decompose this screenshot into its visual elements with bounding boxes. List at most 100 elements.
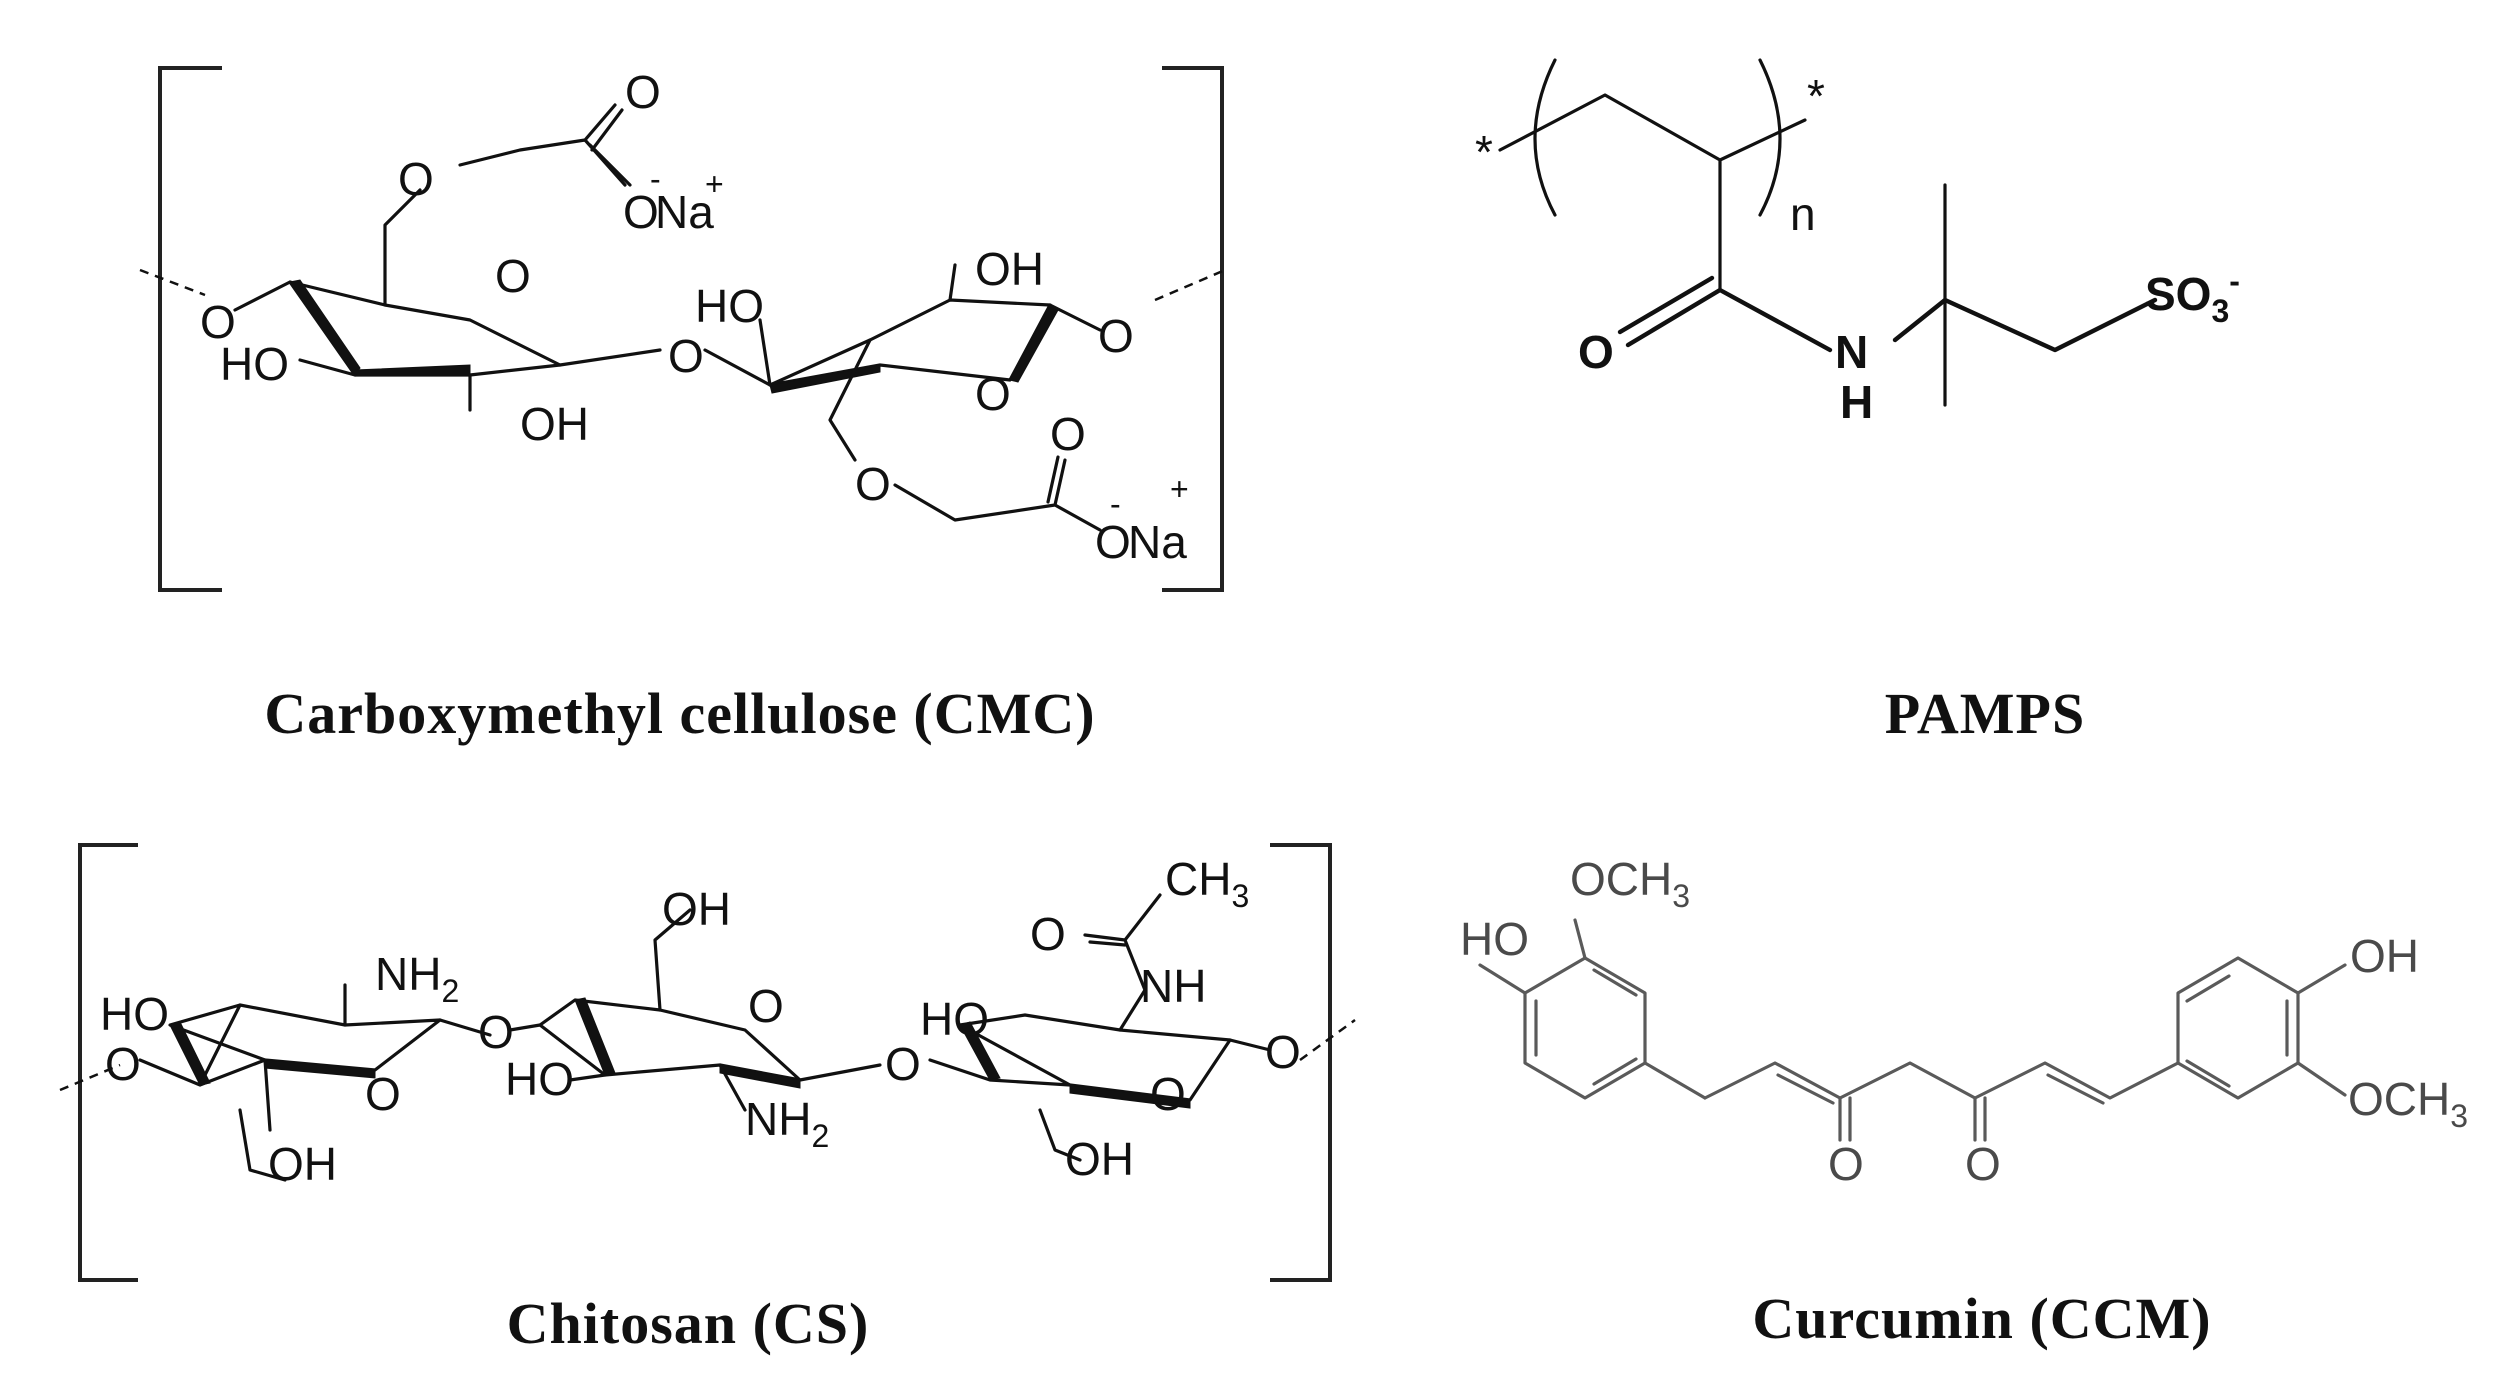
cmc-ring2-carboxylate-oxygen: O xyxy=(1095,516,1131,568)
cs-ringA-bonds xyxy=(138,983,492,1132)
ccm-left-och-label: OCH xyxy=(1570,853,1672,905)
cs-ringA xyxy=(168,1003,442,1072)
cmc-ring1-oxygen: O xyxy=(495,250,531,302)
cmc-sodium: Na xyxy=(655,186,714,238)
pamps-caption: PAMPS xyxy=(1884,681,2086,746)
pamps-so-subscript: 3 xyxy=(2211,293,2229,329)
ccm-left-methoxy: OCH3 xyxy=(1570,853,1690,914)
pamps-paren-left xyxy=(1533,58,1557,217)
cmc-ring2-oxygen: O xyxy=(975,368,1011,420)
cmc-ring1-wedge1 xyxy=(289,279,361,376)
cmc-minus-charge: - xyxy=(650,161,661,197)
cs-glycosidic-oxygen-2: O xyxy=(885,1038,921,1090)
ccm-right-och-label: OCH xyxy=(2348,1073,2450,1125)
cs-ringB-hydroxyl: HO xyxy=(505,1053,574,1105)
cs-acetyl-oxygen: O xyxy=(1030,908,1066,960)
cmc-carboxylate-oxygen: O xyxy=(623,186,659,238)
ccm-heptadienone-chain xyxy=(1703,1061,2180,1100)
cs-chain-end-left xyxy=(59,1063,121,1092)
pamps-structure: * * n O N H SO3- xyxy=(1475,58,2240,428)
ccm-ketone-oxygen-1: O xyxy=(1828,1138,1864,1190)
cmc-ring1-link-oxygen: O xyxy=(200,296,236,348)
cmc-ring2-plus-charge: + xyxy=(1170,471,1189,507)
cs-ringA-wedge1 xyxy=(169,1021,211,1086)
cs-acetyl-bonds xyxy=(1083,893,1162,992)
cmc-ring1-bonds xyxy=(233,103,662,412)
ccm-left-ring-double-bonds xyxy=(1534,968,1638,1086)
cs-right-bracket xyxy=(1270,843,1332,1282)
cs-ringC xyxy=(958,1013,1232,1102)
pamps-carbonyl-oxygen: O xyxy=(1578,326,1614,378)
ccm-left-substituents xyxy=(1478,918,1707,1100)
ccm-ketone-oxygen-2: O xyxy=(1965,1138,2001,1190)
cmc-carbonyl-oxygen: O xyxy=(625,66,661,118)
cs-ringB-oxygen: O xyxy=(748,980,784,1032)
cs-ringC-wedge2 xyxy=(1069,1084,1191,1109)
cs-ringA-amine: NH2 xyxy=(375,948,459,1009)
ccm-chain-double-bonds xyxy=(1776,1073,2105,1105)
cs-ringA-hydroxyl: HO xyxy=(100,988,169,1040)
cs-caption: Chitosan (CS) xyxy=(506,1291,870,1356)
cmc-left-bracket xyxy=(158,66,222,592)
pamps-so-charge: - xyxy=(2229,263,2240,299)
cs-ringB-nh-label: NH xyxy=(745,1093,811,1145)
cmc-carboxymethyl-oxygen: O xyxy=(398,153,434,205)
cs-ringB-wedge1 xyxy=(574,997,616,1076)
ccm-left-och-subscript: 3 xyxy=(1672,878,1690,914)
pamps-so-label: SO xyxy=(2145,268,2211,320)
ccm-right-ring-double-bonds xyxy=(2185,974,2289,1088)
cs-ringB-wedge2 xyxy=(719,1064,801,1089)
cmc-glycosidic-oxygen: O xyxy=(668,330,704,382)
ccm-ketones xyxy=(1838,1096,1987,1142)
cs-ringC-link-oxygen: O xyxy=(1265,1026,1301,1078)
cs-ch-subscript: 3 xyxy=(1231,878,1249,914)
ccm-caption: Curcumin (CCM) xyxy=(1752,1286,2212,1351)
cs-ringB-nh-subscript: 2 xyxy=(811,1118,829,1154)
ccm-right-hydroxyl: OH xyxy=(2350,930,2419,982)
cmc-ring2-minus-charge: - xyxy=(1110,486,1121,522)
cs-acetamide-nh: NH xyxy=(1140,960,1206,1012)
pamps-amide-nitrogen: N xyxy=(1835,326,1868,378)
cmc-plus-charge: + xyxy=(705,166,724,202)
cs-ringC-bonds xyxy=(928,988,1272,1162)
cs-ringA-link-oxygen: O xyxy=(105,1038,141,1090)
ccm-left-hydroxyl: HO xyxy=(1460,913,1529,965)
cs-ringA-wedge2 xyxy=(264,1059,376,1079)
cs-ringA-nh-subscript: 2 xyxy=(441,973,459,1009)
cs-ringA-hydroxymethyl xyxy=(238,1108,287,1182)
pamps-backbone xyxy=(1498,93,1807,292)
pamps-paren-right xyxy=(1758,58,1782,217)
cmc-ring1-hydroxyl-bottom: OH xyxy=(520,398,589,450)
pamps-repeat-n: n xyxy=(1790,188,1816,240)
cs-ringC-ch2oh: OH xyxy=(1065,1133,1134,1185)
curcumin-structure: HO OCH3 O O OH OCH3 xyxy=(1460,853,2468,1190)
cs-acetyl-methyl: CH3 xyxy=(1165,853,1249,914)
pamps-sulfonate: SO3- xyxy=(2145,263,2240,329)
cmc-ring1-carbonyl xyxy=(590,108,624,152)
cs-glycosidic-oxygen-1: O xyxy=(478,1006,514,1058)
pamps-amide-hydrogen: H xyxy=(1840,376,1873,428)
cmc-right-bracket xyxy=(1162,66,1224,592)
cs-ringB-ch2oh: OH xyxy=(662,883,731,935)
cs-chain-end-right xyxy=(1299,1018,1356,1062)
cmc-ring2-bonds xyxy=(703,263,1102,532)
pamps-star-left: * xyxy=(1475,126,1493,178)
cmc-ring2-sodium: Na xyxy=(1128,516,1187,568)
cmc-ring1-hydroxyl-left: HO xyxy=(220,338,289,390)
cmc-chain-end-left xyxy=(139,268,206,297)
cmc-ring1-wedge2 xyxy=(354,364,471,376)
ccm-right-och-subscript: 3 xyxy=(2450,1098,2468,1134)
ccm-right-ring xyxy=(2176,956,2300,1100)
cmc-ring2-link-oxygen: O xyxy=(1098,310,1134,362)
cs-ringC-wedge1 xyxy=(959,1021,1001,1081)
ccm-left-ring xyxy=(1523,956,1647,1100)
cs-ch-label: CH xyxy=(1165,853,1231,905)
cmc-ring2-carbonyl-oxygen: O xyxy=(1050,408,1086,460)
cs-ringB xyxy=(538,998,802,1082)
cs-ringC-oxygen: O xyxy=(1150,1068,1186,1120)
cmc-chain-end-right xyxy=(1154,268,1226,302)
cmc-ring2-carboxymethyl-oxygen: O xyxy=(855,458,891,510)
cmc-ring2-wedge2 xyxy=(1009,304,1059,383)
pamps-amide-bonds xyxy=(1617,275,2158,353)
